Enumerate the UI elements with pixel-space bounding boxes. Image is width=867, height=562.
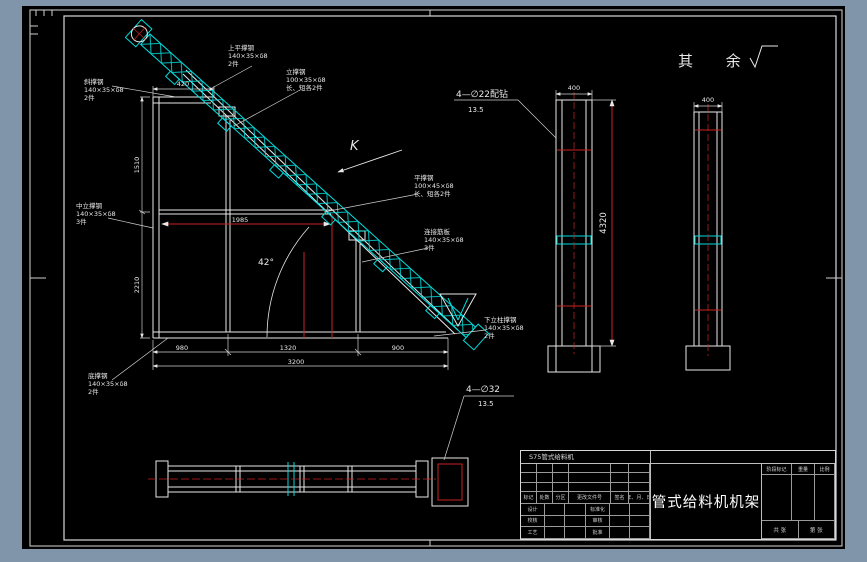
hole-note-1: 4—∅22配钻 13.5 <box>454 88 557 139</box>
part-label-spec: 100×45×δ8 <box>414 182 454 190</box>
part-label-spec: 140×35×δ8 <box>228 52 268 60</box>
sheet-index: 第 张 <box>798 521 835 539</box>
main-view-dim-text: 1510 2210 980 1320 900 3200 420 1985 42° <box>133 80 404 366</box>
part-label-spec: 140×35×δ8 <box>84 86 124 94</box>
revision-section: S75管式给料机 标记 处数 分区 更改文件号 签名 年、月、日 设计 标准化 … <box>521 451 651 539</box>
roughness-icon <box>749 45 778 69</box>
part-label-spec: 140×35×δ8 <box>484 324 524 332</box>
part-label-spec: 140×35×δ8 <box>424 236 464 244</box>
part-label-qty: 长、短各2件 <box>414 189 451 198</box>
rev-header: 标记 <box>521 492 537 504</box>
role-label: 审核 <box>586 515 610 528</box>
dim-left-seg1: 1510 <box>133 157 141 174</box>
title-block: S75管式给料机 标记 处数 分区 更改文件号 签名 年、月、日 设计 标准化 … <box>520 450 836 540</box>
part-label-qty: 2件 <box>84 93 95 102</box>
dim-bottom-seg2: 1320 <box>280 344 297 352</box>
part-label-spec: 140×35×δ8 <box>88 380 128 388</box>
hole-note-1-text: 4—∅22配钻 <box>456 88 508 100</box>
properties-section: 阶段标记 重量 比例 共 张 第 张 <box>762 464 835 539</box>
role-label: 工艺 <box>521 527 545 539</box>
part-label-name: 底撑钢 <box>88 371 108 380</box>
dim-left-seg2: 2210 <box>133 277 141 294</box>
part-label-name: 上平撑钢 <box>228 43 255 52</box>
part-label-qty: 2件 <box>88 387 99 396</box>
main-view-centerlines <box>161 214 333 338</box>
part-label-name: 连接筋板 <box>424 227 451 236</box>
dim-col-width-1: 400 <box>568 84 580 92</box>
conveyor <box>124 18 490 351</box>
part-label-qty: 长、短各2件 <box>286 83 323 92</box>
sheet-total: 共 张 <box>762 521 799 539</box>
dim-col-width-2: 400 <box>702 96 714 104</box>
surface-finish-note: 其 余 <box>678 45 778 70</box>
part-label-name: 斜撑钢 <box>84 77 104 86</box>
prop-header: 重量 <box>792 464 815 475</box>
role-label: 设计 <box>521 504 545 516</box>
signature-rows: 设计 标准化 校核 审核 工艺 批准 <box>521 504 650 539</box>
role-label: 批准 <box>586 527 610 539</box>
dim-top-seg: 420 <box>177 80 189 88</box>
part-label-name: 中立撑钢 <box>76 201 103 210</box>
dim-bottom-total: 3200 <box>288 358 305 366</box>
revision-headers: 标记 处数 分区 更改文件号 签名 年、月、日 <box>521 492 650 504</box>
discharge-chute <box>439 293 477 328</box>
rev-header: 年、月、日 <box>629 492 650 504</box>
hole-note-1-sub: 13.5 <box>468 106 484 114</box>
part-label-spec: 140×35×δ8 <box>76 210 116 218</box>
rev-header: 分区 <box>553 492 569 504</box>
part-label-qty: 2件 <box>228 59 239 68</box>
prop-header: 阶段标记 <box>762 464 792 475</box>
rev-header: 签名 <box>611 492 629 504</box>
prop-header: 比例 <box>815 464 835 475</box>
revision-table <box>521 464 650 492</box>
part-label-qty: 3件 <box>424 243 435 252</box>
role-label: 标准化 <box>586 504 610 516</box>
dim-bottom-seg3: 900 <box>392 344 404 352</box>
view-k: K <box>337 139 403 173</box>
part-label-qty: 3件 <box>76 217 87 226</box>
product-name: S75管式给料机 <box>521 451 650 464</box>
hole-note-2-sub: 13.5 <box>478 400 494 408</box>
surface-note-text: 其 余 <box>678 52 755 70</box>
title-section: 管式给料机机架 阶段标记 重量 比例 共 张 第 张 <box>651 451 835 539</box>
part-leaders <box>107 65 487 381</box>
dim-inner: 1985 <box>232 216 249 224</box>
main-view-dimensions <box>138 86 449 370</box>
role-label: 校核 <box>521 515 545 528</box>
dim-bottom-seg1: 980 <box>176 344 188 352</box>
side-view-a <box>547 90 616 373</box>
part-label-qty: 2件 <box>484 331 495 340</box>
rev-header: 处数 <box>537 492 553 504</box>
hole-note-2-text: 4—∅32 <box>466 385 500 395</box>
part-labels: 斜撑钢 140×35×δ8 2件 上平撑钢 140×35×δ8 2件 立撑钢 1… <box>76 43 524 396</box>
hole-note-2: 4—∅32 13.5 <box>443 385 514 461</box>
part-label-spec: 100×35×δ8 <box>286 76 326 84</box>
rev-header: 更改文件号 <box>569 492 611 504</box>
view-k-label: K <box>350 139 360 154</box>
part-label-name: 立撑钢 <box>286 67 306 76</box>
bottom-view <box>148 457 469 507</box>
part-label-name: 平撑钢 <box>414 173 434 182</box>
part-label-name: 下立柱撑钢 <box>484 315 517 324</box>
drawing-title: 管式给料机机架 <box>651 464 762 539</box>
side-view-b <box>685 102 731 371</box>
dim-frame-height: 4320 <box>599 212 609 234</box>
angle-label: 42° <box>258 258 274 268</box>
